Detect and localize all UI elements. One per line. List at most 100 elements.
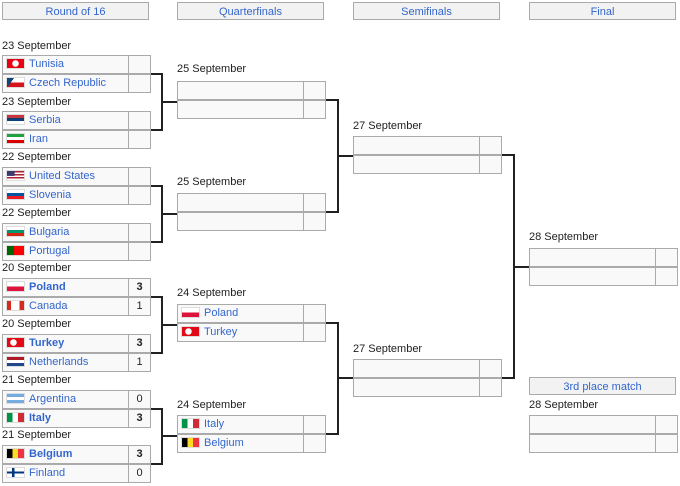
team-name[interactable]: Belgium [29,448,73,460]
match-date: 23 September [2,96,72,108]
team-score: 0 [128,390,151,409]
match-date: 28 September [529,231,599,243]
team-cell[interactable]: Finland [2,464,129,483]
team-cell[interactable]: Serbia [2,111,129,130]
team-cell[interactable] [529,434,656,453]
team-cell[interactable]: Iran [2,130,129,149]
team-cell[interactable]: Italy [177,415,304,434]
header-semifinals[interactable]: Semifinals [353,2,500,20]
header-final[interactable]: Final [529,2,676,20]
team-cell[interactable]: Italy [2,409,129,428]
turkey-flag-icon [6,337,25,348]
team-row: Argentina 0 [2,390,151,409]
team-name[interactable]: Turkey [29,337,65,349]
team-cell[interactable]: Poland [2,278,129,297]
team-cell[interactable] [529,415,656,434]
team-name[interactable]: Tunisia [29,58,65,70]
team-score [128,74,151,93]
team-name[interactable]: Serbia [29,114,61,126]
team-row: Belgium [177,434,326,453]
team-score [479,155,502,174]
team-cell[interactable]: Portugal [2,242,129,261]
match-date: 22 September [2,151,72,163]
header-quarterfinals[interactable]: Quarterfinals [177,2,324,20]
team-cell[interactable] [353,359,480,378]
team-cell[interactable]: Argentina [2,390,129,409]
team-cell[interactable] [177,81,304,100]
team-score [303,81,326,100]
match-date: 24 September [177,287,247,299]
team-cell[interactable]: Turkey [177,323,304,342]
team-cell[interactable] [353,378,480,397]
tunisia-flag-icon [6,58,25,69]
match-date: 23 September [2,40,72,52]
team-cell[interactable]: Bulgaria [2,223,129,242]
match-date: 28 September [529,399,599,411]
team-row: Portugal [2,242,151,261]
team-cell[interactable]: Canada [2,297,129,316]
team-row [529,434,678,453]
team-name[interactable]: Iran [29,133,48,145]
team-name[interactable]: Italy [29,412,52,424]
team-cell[interactable]: Belgium [2,445,129,464]
connector [502,154,529,379]
iran-flag-icon [6,133,25,144]
team-name[interactable]: Czech Republic [29,77,107,89]
team-cell[interactable] [177,212,304,231]
team-row [353,155,502,174]
match-date: 25 September [177,176,247,188]
team-name[interactable]: Portugal [29,245,70,257]
belgium-flag-icon [181,437,200,448]
team-cell[interactable] [353,136,480,155]
team-score [303,323,326,342]
team-cell[interactable]: Belgium [177,434,304,453]
team-row [177,100,326,119]
team-name[interactable]: United States [29,170,96,182]
match-date: 20 September [2,318,72,330]
match-date: 21 September [2,429,72,441]
connector [150,296,177,354]
team-cell[interactable] [177,100,304,119]
team-score [303,415,326,434]
header-round-of-16[interactable]: Round of 16 [2,2,149,20]
match-date: 25 September [177,63,247,75]
team-name[interactable]: Canada [29,300,68,312]
team-name[interactable]: Slovenia [29,189,72,201]
team-name[interactable]: Finland [29,467,66,479]
team-cell[interactable] [529,267,656,286]
team-name[interactable]: Poland [204,307,239,319]
team-score [128,55,151,74]
team-cell[interactable]: Poland [177,304,304,323]
team-score [303,304,326,323]
team-score [128,111,151,130]
team-cell[interactable]: Netherlands [2,353,129,372]
team-name[interactable]: Italy [204,418,225,430]
team-name[interactable]: Turkey [204,326,238,338]
match-date: 27 September [353,120,423,132]
connector [150,408,177,465]
poland-flag-icon [6,281,25,292]
team-score [303,193,326,212]
team-cell[interactable] [353,155,480,174]
team-cell[interactable]: Tunisia [2,55,129,74]
team-cell[interactable] [177,193,304,212]
team-cell[interactable]: United States [2,167,129,186]
team-name[interactable]: Belgium [204,437,244,449]
team-row: Tunisia [2,55,151,74]
team-name[interactable]: Bulgaria [29,226,70,238]
team-row: Poland [177,304,326,323]
team-name[interactable]: Netherlands [29,356,89,368]
team-cell[interactable] [529,248,656,267]
portugal-flag-icon [6,245,25,256]
team-name[interactable]: Argentina [29,393,77,405]
team-cell[interactable]: Czech Republic [2,74,129,93]
team-score [479,378,502,397]
team-cell[interactable]: Slovenia [2,186,129,205]
team-name[interactable]: Poland [29,281,66,293]
header-third-place[interactable]: 3rd place match [529,377,676,395]
team-row: Serbia [2,111,151,130]
team-cell[interactable]: Turkey [2,334,129,353]
